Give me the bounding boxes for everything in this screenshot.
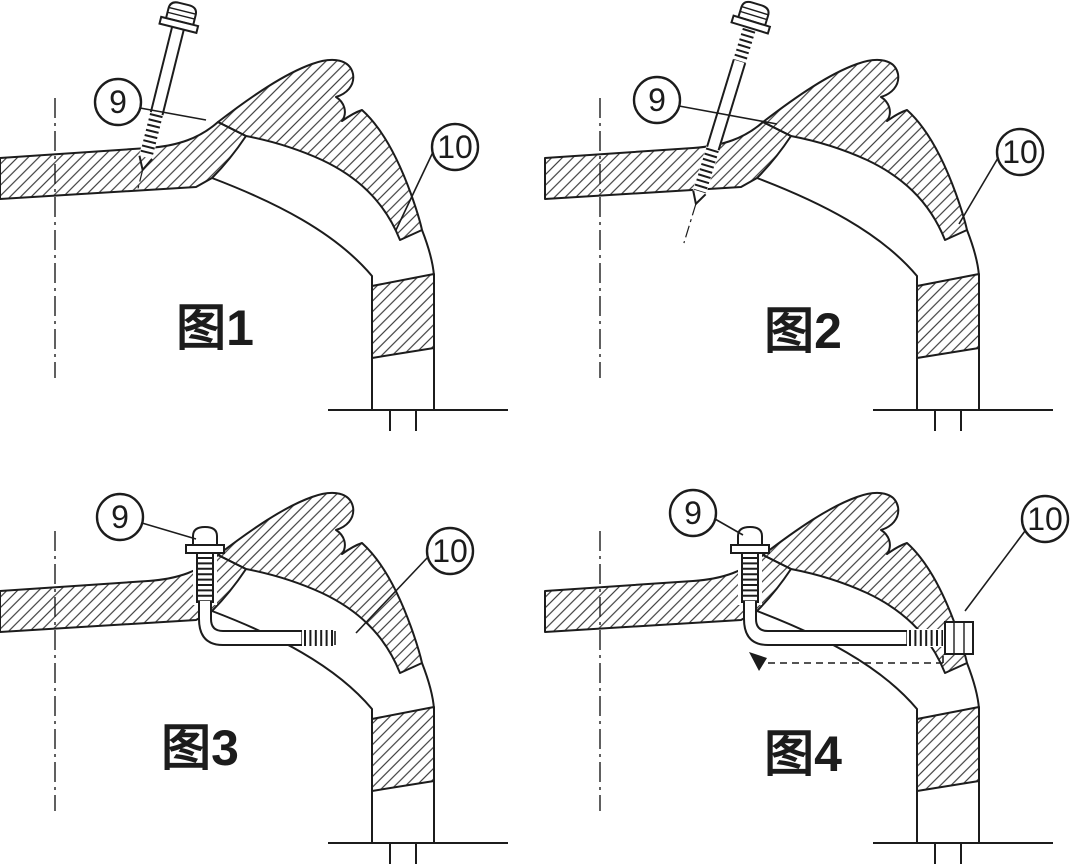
part-cross-section	[544, 58, 1054, 432]
hook-bolt-long-with-hex-head	[730, 525, 974, 671]
hex-head	[944, 621, 974, 655]
callout-10-label: 10	[1027, 501, 1063, 537]
panel-caption: 图4	[764, 726, 842, 782]
part-cross-section	[0, 58, 509, 432]
callout-9-leader	[141, 522, 197, 540]
callout-10-circle	[1020, 494, 1070, 544]
callout-9-circle	[95, 492, 145, 542]
bolt-threads-lower	[693, 147, 719, 194]
callout-9-label: 9	[109, 84, 127, 120]
bolt-shank-mask	[138, 26, 185, 160]
panel-caption: 图1	[176, 300, 254, 356]
bolt-shank-mask	[692, 25, 757, 195]
elbow-shaft-mask	[744, 601, 907, 645]
part-cross-section	[544, 491, 1054, 865]
bolt-threads-upper	[733, 27, 756, 64]
screw-bolt-through	[683, 0, 772, 244]
callout-9-leader	[714, 518, 744, 536]
bolt-head-ridge	[167, 11, 195, 20]
stud-collar	[730, 544, 770, 554]
callout-9-circle	[632, 75, 682, 125]
insertion-arrowhead	[749, 652, 767, 671]
callout-9-circle	[93, 77, 143, 127]
panel-fig4: 9 10 图4	[544, 488, 1070, 865]
callout-9-label: 9	[648, 82, 666, 118]
callout-9-leader	[139, 107, 207, 121]
callout-10-label: 10	[437, 129, 473, 165]
bolt-washer	[730, 14, 772, 35]
callout-10-circle	[995, 127, 1045, 177]
stud-collar	[185, 544, 225, 554]
bolt-shank-edge	[717, 62, 747, 151]
callout-9-circle	[668, 488, 718, 538]
callout-10-leader	[958, 157, 999, 225]
panel-caption: 图3	[161, 720, 239, 776]
bolt-head-ridge	[741, 5, 769, 16]
bolt-shank-edge	[706, 59, 735, 147]
callout-9-leader	[678, 105, 778, 125]
bolt-washer	[158, 15, 200, 35]
screw-bolt-angled	[137, 1, 200, 189]
elbow-inner-edge	[210, 601, 302, 632]
bolt-tip	[138, 155, 153, 173]
bolt-shank-edge	[161, 29, 185, 116]
callout-9-label: 9	[111, 499, 129, 535]
stud-head	[192, 525, 218, 546]
callout-10-leader	[964, 530, 1026, 612]
callout-10-label: 10	[1002, 134, 1038, 170]
elbow-inner-edge	[755, 601, 907, 632]
bolt-threads	[139, 113, 163, 158]
panel-fig3: 9 10 图3	[0, 491, 509, 865]
shaft-threads-mask	[302, 629, 336, 647]
elbow-outer-edge	[743, 601, 907, 646]
bolt-head-ridge	[168, 6, 197, 15]
bolt-head-ridge	[739, 10, 768, 21]
elbow-shaft-mask	[199, 601, 302, 645]
panel-fig1: 9 10 图1	[0, 1, 509, 432]
bolt-axis	[137, 169, 144, 189]
callout-10-leader	[395, 151, 434, 231]
panel-caption: 图2	[764, 303, 842, 359]
callout-10-leader	[355, 556, 429, 634]
callout-10-label: 10	[432, 533, 468, 569]
bolt-axis	[683, 203, 697, 244]
hook-bolt-short	[185, 525, 336, 647]
callout-10-circle	[430, 122, 480, 172]
stud-head	[737, 525, 763, 546]
bolt-shank-edge	[149, 26, 174, 113]
callout-9-label: 9	[684, 495, 702, 531]
elbow-outer-edge	[198, 601, 302, 646]
callout-10-circle	[425, 526, 475, 576]
panel-fig2: 9 10 图2	[544, 0, 1054, 432]
